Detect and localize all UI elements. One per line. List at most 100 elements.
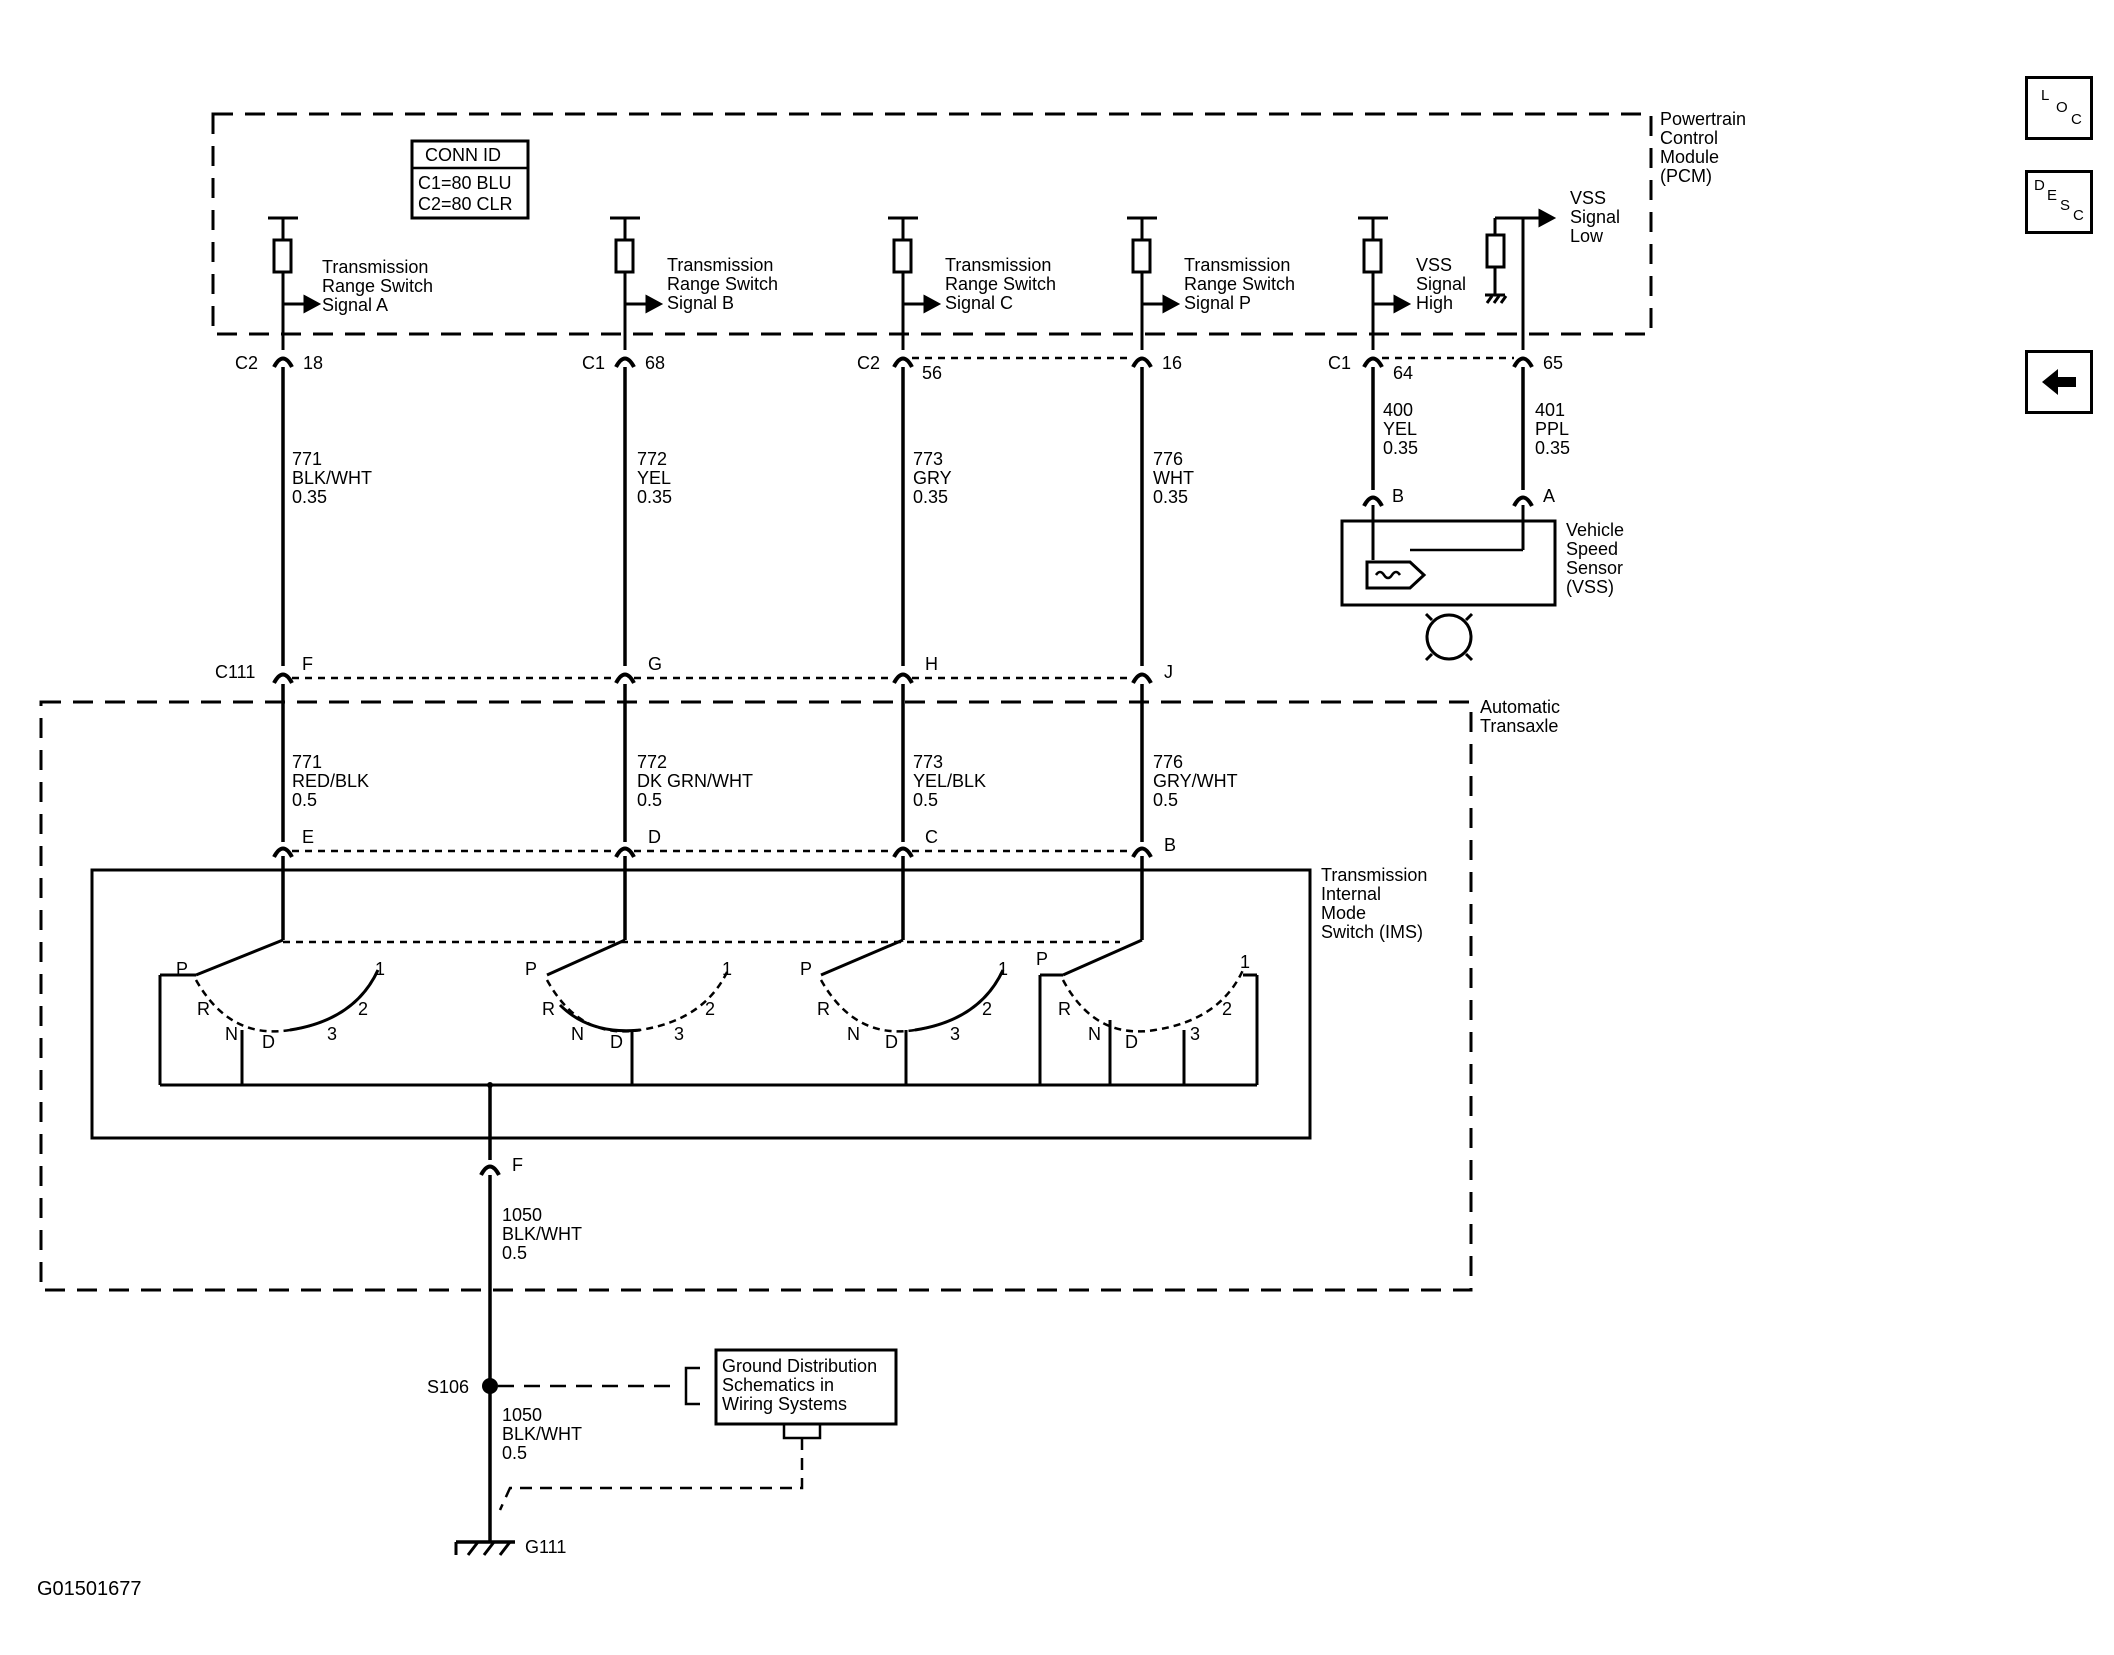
svg-text:3: 3 bbox=[674, 1024, 684, 1044]
svg-text:Transmission: Transmission bbox=[945, 255, 1051, 275]
svg-text:CONN ID: CONN ID bbox=[425, 145, 501, 165]
svg-text:Range Switch: Range Switch bbox=[1184, 274, 1295, 294]
ground-distribution-reference[interactable]: Ground Distribution Schematics in Wiring… bbox=[714, 1348, 898, 1426]
svg-text:C2: C2 bbox=[235, 353, 258, 373]
ims-internal-wiring bbox=[158, 856, 1259, 1160]
svg-text:S106: S106 bbox=[427, 1377, 469, 1397]
svg-text:0.35: 0.35 bbox=[637, 487, 672, 507]
pcm-signal-labels: Transmission Range Switch Signal A Trans… bbox=[322, 188, 1620, 315]
svg-text:776: 776 bbox=[1153, 449, 1183, 469]
svg-text:773: 773 bbox=[913, 752, 943, 772]
svg-text:0.35: 0.35 bbox=[1535, 438, 1570, 458]
svg-text:YEL: YEL bbox=[637, 468, 671, 488]
svg-text:D: D bbox=[262, 1032, 275, 1052]
svg-text:YEL: YEL bbox=[1383, 419, 1417, 439]
svg-text:Automatic: Automatic bbox=[1480, 697, 1560, 717]
svg-text:G111: G111 bbox=[525, 1537, 566, 1557]
svg-text:Switch (IMS): Switch (IMS) bbox=[1321, 922, 1423, 942]
svg-text:0.5: 0.5 bbox=[502, 1443, 527, 1463]
svg-text:0.5: 0.5 bbox=[913, 790, 938, 810]
svg-text:Transmission: Transmission bbox=[667, 255, 773, 275]
svg-text:401: 401 bbox=[1535, 400, 1565, 420]
svg-text:771: 771 bbox=[292, 752, 322, 772]
svg-text:771: 771 bbox=[292, 449, 322, 469]
svg-text:D: D bbox=[610, 1032, 623, 1052]
svg-text:Transmission: Transmission bbox=[1184, 255, 1290, 275]
upper-wire-labels: 771 BLK/WHT 0.35 772 YEL 0.35 773 GRY 0.… bbox=[292, 400, 1570, 507]
svg-text:Signal P: Signal P bbox=[1184, 293, 1251, 313]
svg-text:Low: Low bbox=[1570, 226, 1604, 246]
svg-text:N: N bbox=[225, 1024, 238, 1044]
svg-text:GRY: GRY bbox=[913, 468, 952, 488]
svg-text:0.35: 0.35 bbox=[913, 487, 948, 507]
svg-text:Transaxle: Transaxle bbox=[1480, 716, 1558, 736]
ims-label: Transmission Internal Mode Switch (IMS) bbox=[1321, 865, 1427, 942]
svg-text:YEL/BLK: YEL/BLK bbox=[913, 771, 986, 791]
svg-text:1050: 1050 bbox=[502, 1205, 542, 1225]
svg-text:N: N bbox=[571, 1024, 584, 1044]
svg-text:1: 1 bbox=[998, 959, 1008, 979]
svg-text:3: 3 bbox=[1190, 1024, 1200, 1044]
svg-text:1: 1 bbox=[1240, 952, 1250, 972]
svg-text:Range Switch: Range Switch bbox=[322, 276, 433, 296]
ims-connector: E D C B bbox=[272, 827, 1176, 859]
transaxle-label: Automatic Transaxle bbox=[1480, 697, 1560, 736]
svg-text:Signal C: Signal C bbox=[945, 293, 1013, 313]
svg-text:Module: Module bbox=[1660, 147, 1719, 167]
svg-text:Range Switch: Range Switch bbox=[945, 274, 1056, 294]
svg-text:C: C bbox=[925, 827, 938, 847]
svg-text:Transmission: Transmission bbox=[1321, 865, 1427, 885]
svg-text:0.5: 0.5 bbox=[292, 790, 317, 810]
svg-text:65: 65 bbox=[1543, 353, 1563, 373]
svg-text:0.5: 0.5 bbox=[637, 790, 662, 810]
c111-connector: C111 F G H J bbox=[215, 654, 1173, 685]
desc-letter-e: E bbox=[2047, 187, 2058, 204]
splice-s106 bbox=[482, 1378, 498, 1394]
desc-letter-c: C bbox=[2073, 207, 2084, 224]
svg-text:1050: 1050 bbox=[502, 1405, 542, 1425]
svg-text:BLK/WHT: BLK/WHT bbox=[502, 1424, 582, 1444]
svg-text:R: R bbox=[1058, 999, 1071, 1019]
svg-text:G: G bbox=[648, 654, 662, 674]
svg-text:2: 2 bbox=[1222, 999, 1232, 1019]
loc-letter-o: O bbox=[2056, 99, 2068, 116]
svg-text:PPL: PPL bbox=[1535, 419, 1569, 439]
svg-text:DK GRN/WHT: DK GRN/WHT bbox=[637, 771, 753, 791]
svg-text:P: P bbox=[176, 959, 188, 979]
svg-text:Schematics in: Schematics in bbox=[722, 1375, 834, 1395]
svg-text:0.35: 0.35 bbox=[292, 487, 327, 507]
svg-text:VSS: VSS bbox=[1570, 188, 1606, 208]
svg-text:Control: Control bbox=[1660, 128, 1718, 148]
svg-text:RED/BLK: RED/BLK bbox=[292, 771, 369, 791]
svg-text:D: D bbox=[1125, 1032, 1138, 1052]
svg-text:68: 68 bbox=[645, 353, 665, 373]
back-button[interactable] bbox=[2025, 350, 2093, 414]
svg-text:Signal A: Signal A bbox=[322, 295, 388, 315]
svg-text:BLK/WHT: BLK/WHT bbox=[502, 1224, 582, 1244]
svg-text:Range Switch: Range Switch bbox=[667, 274, 778, 294]
svg-text:772: 772 bbox=[637, 449, 667, 469]
svg-text:3: 3 bbox=[327, 1024, 337, 1044]
svg-text:Ground Distribution: Ground Distribution bbox=[722, 1356, 877, 1376]
svg-text:C111: C111 bbox=[215, 662, 255, 682]
svg-text:C1=80 BLU: C1=80 BLU bbox=[418, 173, 512, 193]
svg-text:1: 1 bbox=[722, 959, 732, 979]
lower-wire-labels: 771 RED/BLK 0.5 772 DK GRN/WHT 0.5 773 Y… bbox=[292, 752, 1238, 810]
svg-text:J: J bbox=[1164, 662, 1173, 682]
loc-button[interactable]: L O C bbox=[2025, 76, 2093, 140]
svg-text:3: 3 bbox=[950, 1024, 960, 1044]
svg-text:400: 400 bbox=[1383, 400, 1413, 420]
svg-text:2: 2 bbox=[358, 999, 368, 1019]
svg-text:P: P bbox=[800, 959, 812, 979]
svg-text:P: P bbox=[525, 959, 537, 979]
svg-text:High: High bbox=[1416, 293, 1453, 313]
svg-text:E: E bbox=[302, 827, 314, 847]
upper-wires bbox=[281, 367, 1525, 666]
svg-text:16: 16 bbox=[1162, 353, 1182, 373]
ims-box bbox=[90, 868, 1312, 1140]
ground-wiring bbox=[454, 1175, 822, 1556]
svg-text:VSS: VSS bbox=[1416, 255, 1452, 275]
desc-button[interactable]: D E S C bbox=[2025, 170, 2093, 234]
svg-text:R: R bbox=[542, 999, 555, 1019]
